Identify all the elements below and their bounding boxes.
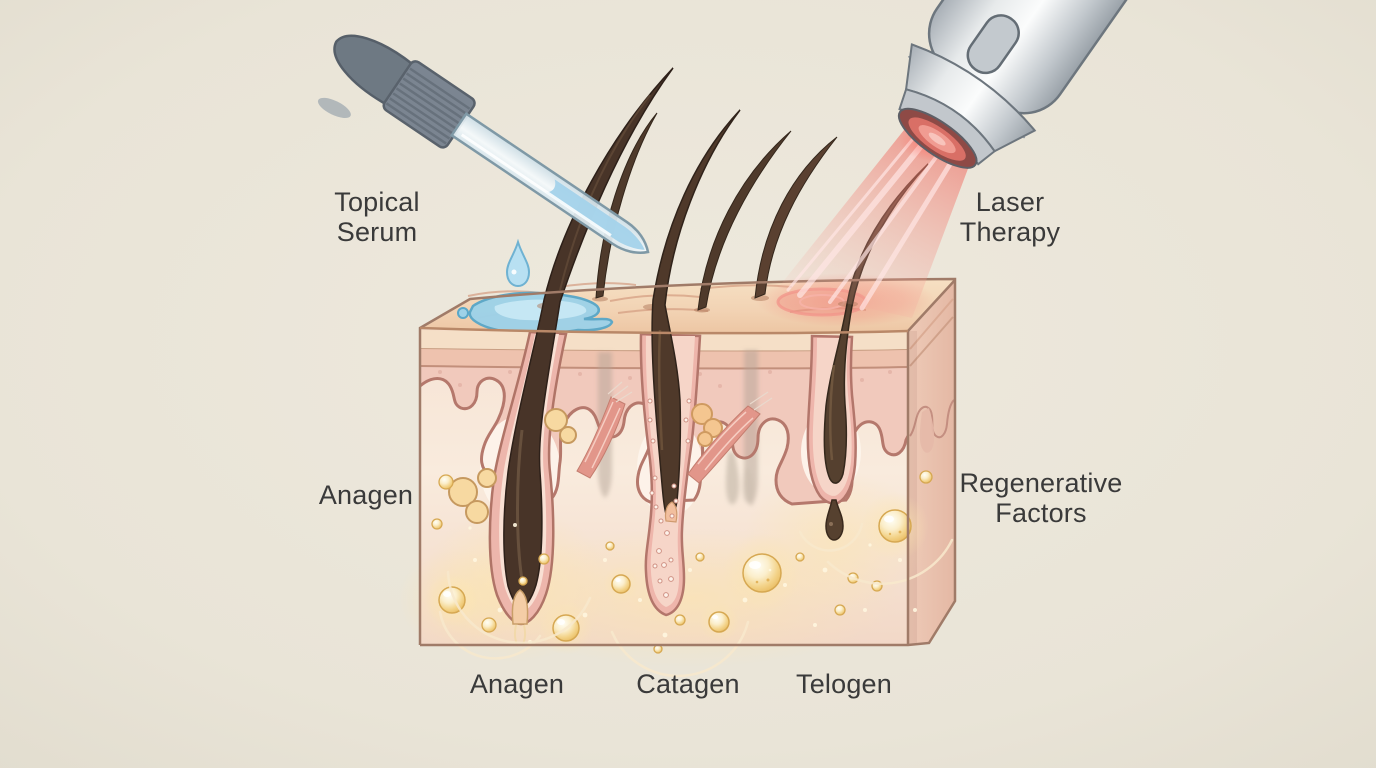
serum-dropper-illustration [317, 34, 650, 288]
dermal-papilla [511, 589, 529, 625]
laser-therapy-illustration [778, 0, 1233, 318]
falling-serum-droplet [505, 238, 531, 288]
skin-block-edges [418, 277, 957, 647]
catagen-arrector-pili [687, 391, 773, 484]
label-phase-catagen: Catagen [636, 669, 740, 699]
telogen-detached-papilla [825, 499, 844, 541]
label-phase-anagen: Anagen [469, 669, 565, 699]
regenerative-factor-bubbles [425, 470, 954, 678]
arrector-pili-muscle [576, 381, 633, 479]
label-phase-telogen: Telogen [796, 669, 892, 699]
dermal-wave-line [419, 376, 910, 506]
anagen-follicle [448, 67, 674, 647]
dropper-bulb [333, 34, 415, 106]
skin-block-right-face [908, 279, 955, 645]
dropper-serum-liquid [545, 179, 645, 250]
catagen-follicle [639, 109, 773, 617]
anagen-sebaceous-glands [448, 408, 577, 524]
label-laser-therapy: Laser Therapy [959, 187, 1061, 247]
label-topical-serum: Topical Serum [334, 187, 420, 247]
label-regenerative-factors: Regenerative Factors [959, 468, 1123, 528]
catagen-sebaceous-gland [691, 403, 723, 447]
sparkle-dots [468, 523, 917, 644]
laser-device-button [966, 14, 1020, 75]
glow-arcs [438, 522, 954, 678]
catagen-speckles [647, 398, 692, 598]
label-anagen-callout: Anagen [318, 480, 414, 510]
